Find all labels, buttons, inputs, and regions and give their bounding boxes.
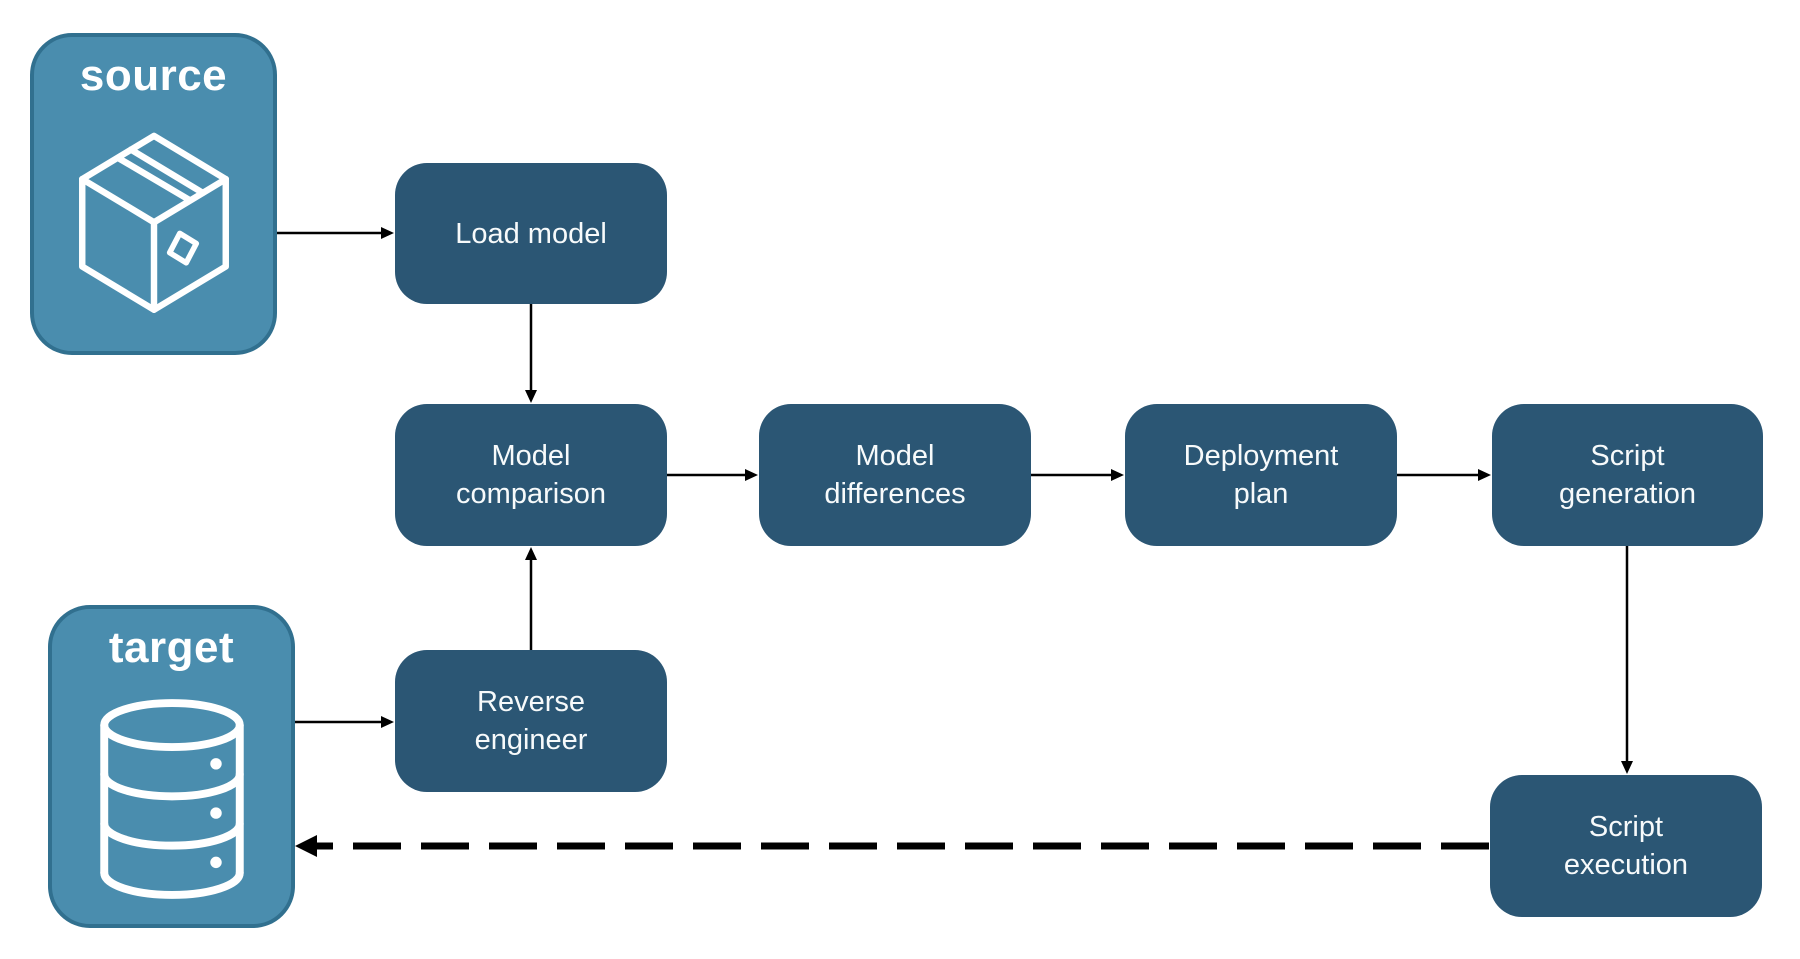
package-icon: [62, 101, 246, 351]
node-reverse-engineer: Reverse engineer: [395, 650, 667, 792]
node-model-differences: Model differences: [759, 404, 1031, 546]
node-deployment-plan: Deployment plan: [1125, 404, 1397, 546]
source-endpoint: source: [30, 33, 277, 355]
target-endpoint: target: [48, 605, 295, 928]
database-icon: [84, 673, 260, 924]
node-model-comparison: Model comparison: [395, 404, 667, 546]
source-label: source: [79, 51, 228, 100]
target-label: target: [108, 623, 235, 672]
node-load-model: Load model: [395, 163, 667, 304]
node-script-generation: Script generation: [1492, 404, 1763, 546]
node-script-execution: Script execution: [1490, 775, 1762, 917]
